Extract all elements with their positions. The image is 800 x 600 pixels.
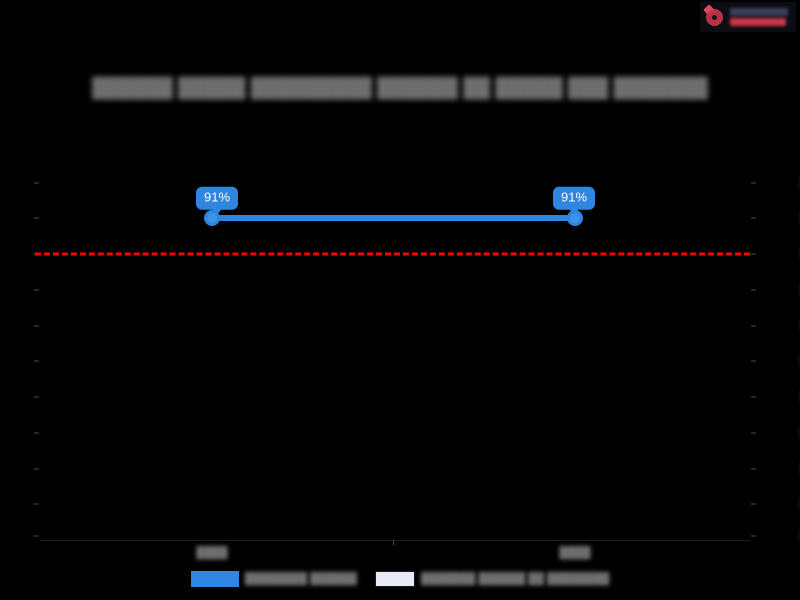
data-point-label: 91%: [195, 186, 239, 216]
y-tick-mark-right: [751, 503, 756, 505]
x-tick-mark: [393, 540, 394, 545]
y-tick-mark-left: [34, 432, 39, 434]
brand-logo-text: ███████ ███████: [730, 8, 788, 26]
plot-area: ███ ███ ███ ███ ███ ██ ███ ████ ███ ███ …: [34, 175, 756, 559]
legend-swatch-series-icon: [190, 571, 239, 587]
y-tick-mark-left: [34, 535, 39, 537]
y-tick-mark-left: [34, 360, 39, 362]
y-tick-mark-left: [34, 182, 39, 184]
y-tick-mark-right: [751, 289, 756, 291]
y-tick-mark-right: [751, 396, 756, 398]
y-tick-mark-right: [751, 535, 756, 537]
chart-title: ██████ █████ █████████ ██████ ██ █████ █…: [92, 78, 708, 99]
brand-logo-icon: [703, 4, 726, 28]
legend-entry-series[interactable]: ████████ ██████: [190, 571, 357, 587]
reference-target-line: [35, 252, 750, 256]
brand-logo: ███████ ███████: [700, 2, 796, 32]
series-line-segment: [212, 215, 575, 221]
y-tick-mark-left: [34, 468, 39, 470]
brand-logo-line-1: ███████: [730, 8, 788, 16]
y-tick-mark-right: [751, 325, 756, 327]
y-tick-mark-left: [34, 396, 39, 398]
y-tick-mark-right: [751, 253, 756, 255]
y-tick-mark-left: [34, 289, 39, 291]
x-axis-line: [40, 540, 750, 541]
y-tick-mark-left: [34, 217, 39, 219]
logo-hole-shape: [712, 15, 717, 20]
legend-label-target: ███████ ██████ ██ ████████: [420, 573, 610, 585]
y-tick-mark-right: [751, 217, 756, 219]
y-tick-mark-right: [751, 468, 756, 470]
data-point-label: 91%: [552, 186, 596, 216]
y-tick-mark-right: [751, 432, 756, 434]
y-tick-mark-left: [34, 503, 39, 505]
y-tick-mark-left: [34, 325, 39, 327]
y-tick-mark-right: [751, 182, 756, 184]
x-tick-label: ████: [559, 547, 591, 559]
legend-entry-target[interactable]: ███████ ██████ ██ ████████: [374, 571, 610, 587]
legend-swatch-target-icon: [374, 571, 415, 587]
y-tick-mark-right: [751, 360, 756, 362]
legend-label-series: ████████ ██████: [244, 573, 357, 585]
x-tick-label: ████: [196, 547, 228, 559]
brand-logo-line-2: ███████: [730, 18, 786, 26]
chart-legend: ████████ ██████ ███████ ██████ ██ ██████…: [0, 571, 800, 587]
